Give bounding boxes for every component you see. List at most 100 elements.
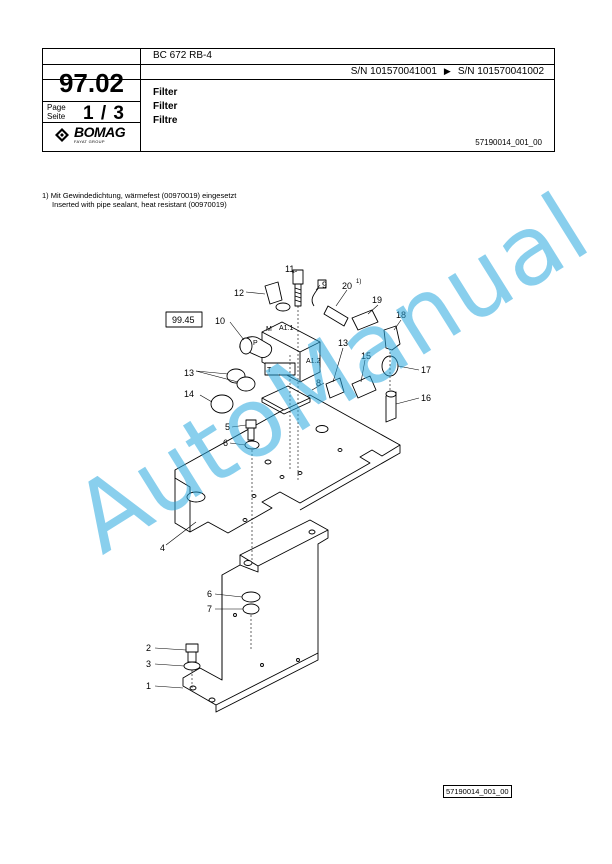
footer-doc-reference: 57190014_001_00 — [443, 785, 512, 798]
leader-line — [311, 382, 325, 391]
callout-6: 6 — [223, 438, 228, 448]
callout-13: 13 — [184, 368, 194, 378]
plate-hole — [297, 471, 303, 475]
elbow-fitting — [383, 325, 401, 351]
leader-line — [214, 593, 243, 598]
port-label-p: P — [253, 340, 258, 347]
bracket-hole — [233, 613, 237, 617]
callout-14: 14 — [184, 389, 194, 399]
brand-sub: FAYAT GROUP — [74, 139, 105, 144]
plate-hole — [186, 491, 206, 503]
fitting-20 — [323, 305, 349, 327]
page-label: Seite — [47, 112, 66, 121]
bracket-hole — [243, 560, 253, 566]
leader-line — [291, 270, 298, 274]
serial-range: S/N 101570041001 ▶ S/N 101570041002 — [351, 66, 544, 77]
header-rule — [43, 64, 554, 65]
brand-name: BOMAG — [74, 124, 126, 140]
callout-5: 5 — [225, 422, 230, 432]
doc-reference: 57190014_001_00 — [475, 138, 542, 147]
model-name: BC 672 RB-4 — [153, 50, 212, 61]
plate-hole — [337, 448, 343, 452]
callout-2: 2 — [146, 643, 151, 653]
washer — [183, 661, 201, 671]
leader-line — [154, 647, 187, 651]
plate-hole — [315, 425, 329, 433]
callout-11: 11 — [285, 264, 294, 274]
leader-line — [367, 304, 379, 315]
leader-line — [397, 365, 420, 371]
footnote: 1) Mit Gewindedichtung, wärmefest (00970… — [42, 191, 236, 209]
port-label-a11: A1.1 — [279, 325, 294, 332]
reference-box-label: 99.45 — [172, 315, 195, 325]
leader-line — [195, 370, 239, 383]
port-label-t: T — [267, 367, 272, 374]
bracket-hole — [296, 658, 300, 662]
bolt — [185, 643, 199, 653]
port-label-m: M — [266, 326, 272, 333]
callout-18: 18 — [396, 310, 406, 320]
leader-line — [154, 685, 184, 689]
fitting-19 — [351, 309, 379, 331]
section-number: 97.02 — [58, 68, 125, 98]
serial-to: S/N 101570041002 — [457, 66, 544, 77]
fitting-13 — [325, 377, 345, 399]
plate-hole — [279, 475, 285, 479]
header-divider — [140, 49, 141, 151]
leader-line — [393, 319, 402, 331]
title-en: Filter — [153, 101, 178, 112]
callout-15: 15 — [361, 351, 371, 361]
leader-line — [229, 321, 245, 341]
leader-line — [332, 347, 344, 383]
nut — [242, 603, 260, 615]
callout-superscript: 1) — [356, 279, 361, 285]
leader-line — [229, 442, 246, 446]
serial-from: S/N 101570041001 — [350, 66, 437, 77]
leader-line — [199, 394, 213, 403]
leader-line — [335, 289, 348, 307]
bracket-hole — [189, 685, 197, 691]
callout-12: 12 — [234, 288, 244, 298]
fitting-15 — [351, 375, 377, 399]
callout-7: 7 — [207, 604, 212, 614]
callout-16: 16 — [421, 393, 431, 403]
mounting-plate — [174, 394, 401, 534]
bracket-hole — [260, 663, 264, 667]
header-block: 97.02 Page Seite 1 / 3 BOMAG FAYAT GROUP… — [42, 48, 555, 152]
filter-block-lower — [264, 362, 296, 376]
bomag-diamond-icon — [55, 128, 69, 142]
callout-20: 20 — [342, 281, 352, 291]
footnote-en: Inserted with pipe sealant, heat resista… — [52, 200, 227, 209]
header-rule — [43, 122, 140, 123]
page-label: Page — [47, 103, 66, 112]
leader-line — [154, 663, 185, 667]
page-number: 1 / 3 — [83, 103, 125, 124]
fitting-13 — [236, 376, 256, 392]
leader-line — [395, 397, 420, 405]
plate-hole — [264, 459, 272, 465]
leader-line — [165, 521, 197, 546]
port-label-a12: A1.2 — [306, 358, 321, 365]
callout-6: 6 — [207, 589, 212, 599]
sensor-cable — [311, 285, 321, 307]
bracket-hole — [308, 529, 316, 535]
banjo-fitting — [264, 281, 283, 305]
bomag-logo: BOMAG FAYAT GROUP — [55, 124, 126, 144]
leader-line — [315, 284, 321, 291]
leader-line — [245, 291, 266, 295]
fitting-14 — [210, 394, 234, 414]
arrow-right-icon: ▶ — [443, 66, 451, 76]
leader-line — [360, 359, 366, 383]
callout-10: 10 — [215, 316, 225, 326]
title-fr: Filtre — [153, 115, 178, 126]
title-de: Filter — [153, 87, 178, 98]
header-rule — [43, 79, 554, 80]
callout-13: 13 — [338, 338, 348, 348]
plate-hole — [251, 494, 257, 498]
reference-box — [165, 311, 203, 328]
callout-9: 9 — [322, 280, 327, 290]
leader-line — [231, 424, 247, 428]
footnote-de: Mit Gewindedichtung, wärmefest (00970019… — [50, 191, 237, 200]
callout-17: 17 — [421, 365, 431, 375]
